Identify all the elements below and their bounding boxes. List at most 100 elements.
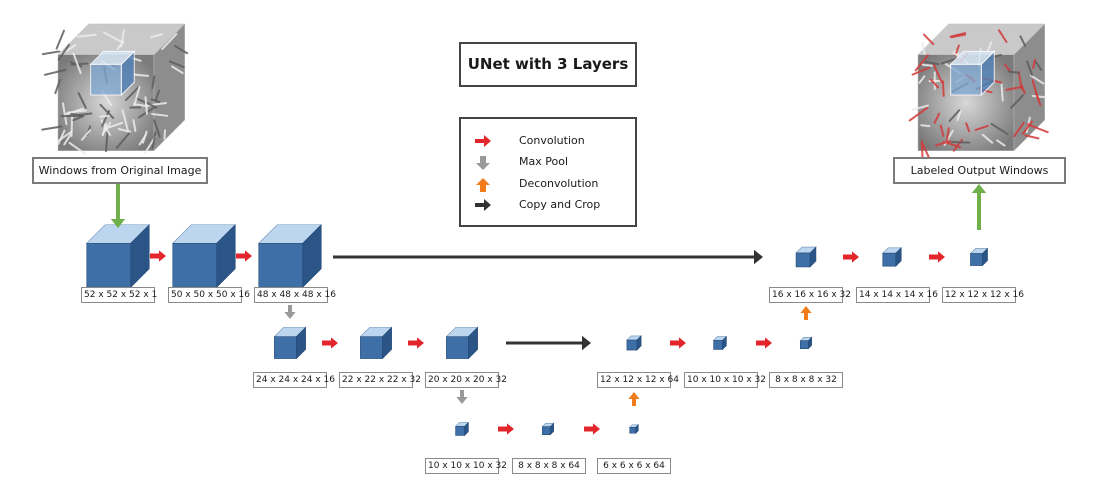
max-pool-arrow (284, 305, 296, 319)
input-volume (41, 23, 189, 156)
convolution-arrow (670, 337, 686, 349)
feature-cube (454, 421, 470, 437)
volume-fiber (945, 127, 950, 142)
shape-label: 48 x 48 x 48 x 16 (254, 287, 336, 303)
cube-side (636, 335, 642, 351)
volume-fiber (133, 103, 149, 108)
cube-front (258, 242, 304, 288)
legend: Convolution Max Pool Deconvolution Copy … (459, 117, 637, 227)
volume-fiber (43, 68, 67, 76)
volume-fiber (121, 109, 130, 133)
feature-cube (445, 326, 479, 360)
diagram-title: UNet with 3 Layers (459, 42, 637, 87)
copy-crop-arrow (333, 249, 763, 265)
volume-fiber (70, 115, 74, 137)
cube-front (360, 336, 383, 359)
convolution-arrow (929, 251, 945, 263)
cube-front (800, 340, 809, 349)
volume-fiber (929, 78, 940, 89)
cube-front (542, 426, 551, 435)
volume-fiber (66, 109, 87, 114)
volume-fiber (1007, 70, 1020, 74)
volume-fiber (924, 60, 940, 66)
feature-cubes (86, 224, 989, 437)
max-pool-arrow (456, 390, 468, 404)
volume-fiber (149, 33, 164, 39)
volume-side (1013, 23, 1045, 152)
cube-side (722, 335, 727, 351)
shape-label: 14 x 14 x 14 x 16 (856, 287, 938, 303)
volume-fiber (974, 124, 989, 131)
shape-label: 8 x 8 x 8 x 64 (512, 458, 586, 474)
shape-label: 10 x 10 x 10 x 32 (425, 458, 507, 474)
convolution-arrow (150, 250, 166, 262)
volume-renders (41, 23, 1049, 162)
volume-fiber (151, 113, 169, 117)
volume-fiber (153, 119, 161, 138)
cube-side (382, 326, 392, 360)
cube-side (550, 422, 554, 436)
convolution-arrow (236, 250, 252, 262)
cube-front (274, 336, 297, 359)
volume-fiber (1005, 85, 1024, 91)
volume-side (153, 23, 185, 152)
shape-label: 12 x 12 x 12 x 16 (942, 287, 1024, 303)
shape-label: 10 x 10 x 10 x 32 (684, 372, 766, 388)
volume-fiber (1026, 60, 1034, 76)
volume-fiber (101, 123, 108, 137)
shape-label: 20 x 20 x 20 x 32 (425, 372, 507, 388)
legend-copy-crop-text: Copy and Crop (519, 198, 601, 211)
volume-fiber (949, 32, 967, 38)
volume-fiber (72, 52, 82, 75)
volume-fiber (41, 50, 61, 56)
convolution-arrow (843, 251, 859, 263)
volume-fiber (76, 33, 97, 38)
volume-fiber (908, 106, 929, 122)
volume-fiber (55, 29, 65, 50)
volume-fiber (998, 29, 1008, 44)
shape-label: 8 x 8 x 8 x 32 (769, 372, 843, 388)
volume-fiber (933, 112, 941, 124)
volume-fiber (1031, 79, 1040, 102)
cube-side (296, 326, 306, 360)
shape-label: 6 x 6 x 6 x 64 (597, 458, 671, 474)
feature-cube (882, 247, 902, 267)
feature-cube (626, 335, 642, 351)
window-cube-front (950, 63, 982, 96)
shape-label: 52 x 52 x 52 x 1 (81, 287, 157, 303)
shape-label: 22 x 22 x 22 x 32 (339, 372, 421, 388)
volume-fiber (124, 86, 140, 102)
volume-fiber (941, 80, 945, 97)
feature-cube (86, 224, 150, 288)
volume-fiber (57, 129, 66, 145)
convolution-arrow (322, 337, 338, 349)
feature-cube (258, 224, 322, 288)
volume-fiber (1029, 74, 1045, 85)
cube-side (809, 246, 817, 268)
volume-fiber (921, 63, 934, 67)
volume-fiber (163, 129, 167, 140)
volume-fiber (101, 109, 111, 127)
volume-fiber (996, 139, 1006, 147)
feature-cube (629, 424, 639, 434)
volume-fiber (911, 66, 931, 76)
volume-fiber (132, 119, 137, 132)
volume-fiber (1026, 123, 1049, 134)
volume-fiber (990, 122, 1009, 136)
volume-fiber (948, 109, 961, 122)
cube-front (629, 426, 637, 434)
feature-cube (799, 336, 813, 350)
deconvolution-arrow (628, 392, 640, 406)
cube-front (172, 242, 218, 288)
volume-fiber (41, 125, 63, 131)
legend-deconvolution-text: Deconvolution (519, 177, 599, 190)
volume-fiber (69, 61, 83, 68)
volume-fiber (1019, 35, 1027, 47)
cube-side (464, 421, 469, 437)
volume-fiber (171, 65, 184, 75)
cube-side (635, 424, 639, 434)
feature-cube (172, 224, 236, 288)
volume-fiber (1031, 94, 1047, 99)
volume-fiber (120, 29, 125, 48)
